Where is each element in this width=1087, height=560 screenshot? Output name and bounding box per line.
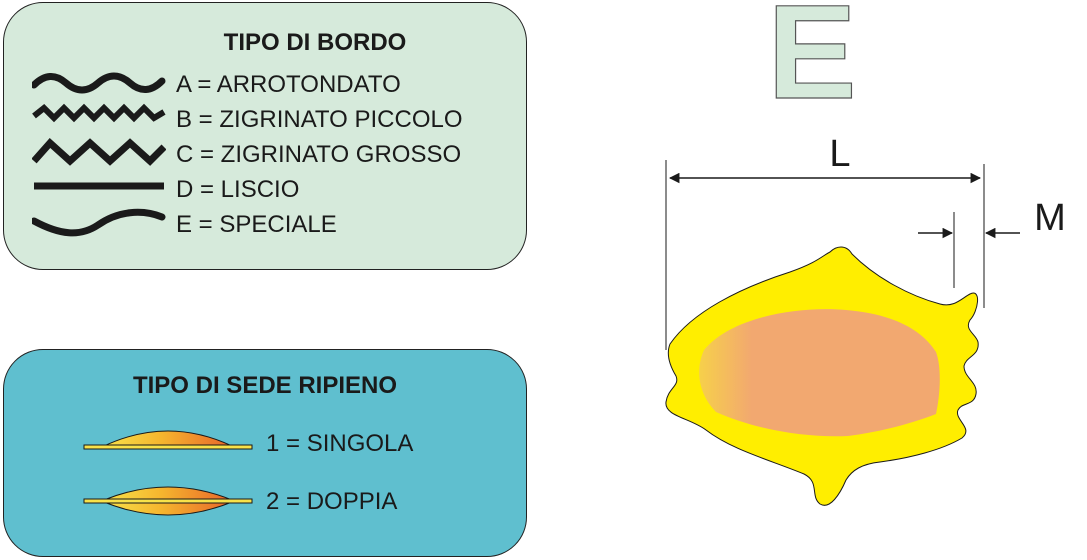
legend-label-c: C = ZIGRINATO GROSSO [176,141,462,168]
bordo-type-panel: TIPO DI BORDO A = ARROTONDATO B = ZIGRIN… [3,2,527,270]
legend-item-b: B = ZIGRINATO PICCOLO [4,102,524,136]
shape-code-text: E [770,0,854,102]
length-label: L [829,133,850,175]
sede-label-2: 2 = DOPPIA [266,488,398,515]
straight-line-icon [34,182,164,190]
legend-item-a: A = ARROTONDATO [4,67,524,101]
legend-label-d: D = LISCIO [176,176,300,203]
wave-icon [32,72,166,94]
shape-code-letter: E [770,0,854,102]
legend-item-e: E = SPECIALE [4,207,524,241]
sede-label-1: 1 = SINGOLA [266,430,414,457]
legend-item-d: D = LISCIO [4,172,524,206]
single-filling-icon [83,430,253,450]
legend-label-a: A = ARROTONDATO [176,71,401,98]
legend-item-c: C = ZIGRINATO GROSSO [4,137,524,171]
margin-label: M [1034,197,1066,239]
large-zigzag-icon [32,138,166,166]
sede-panel-title: TIPO DI SEDE RIPIENO [132,372,398,399]
small-zigzag-icon [32,103,166,123]
sede-item-2: 2 = DOPPIA [4,480,524,520]
double-filling-icon [83,486,253,516]
bordo-panel-title: TIPO DI BORDO [223,29,407,56]
sede-item-1: 1 = SINGOLA [4,422,524,462]
sede-type-panel: TIPO DI SEDE RIPIENO 1 = SINGOLA [3,349,527,557]
pasta-shape-diagram: L M [665,133,1066,506]
legend-label-e: E = SPECIALE [176,211,337,238]
pasta-filling [699,309,940,437]
legend-label-b: B = ZIGRINATO PICCOLO [176,106,463,133]
special-curve-icon [32,208,166,237]
